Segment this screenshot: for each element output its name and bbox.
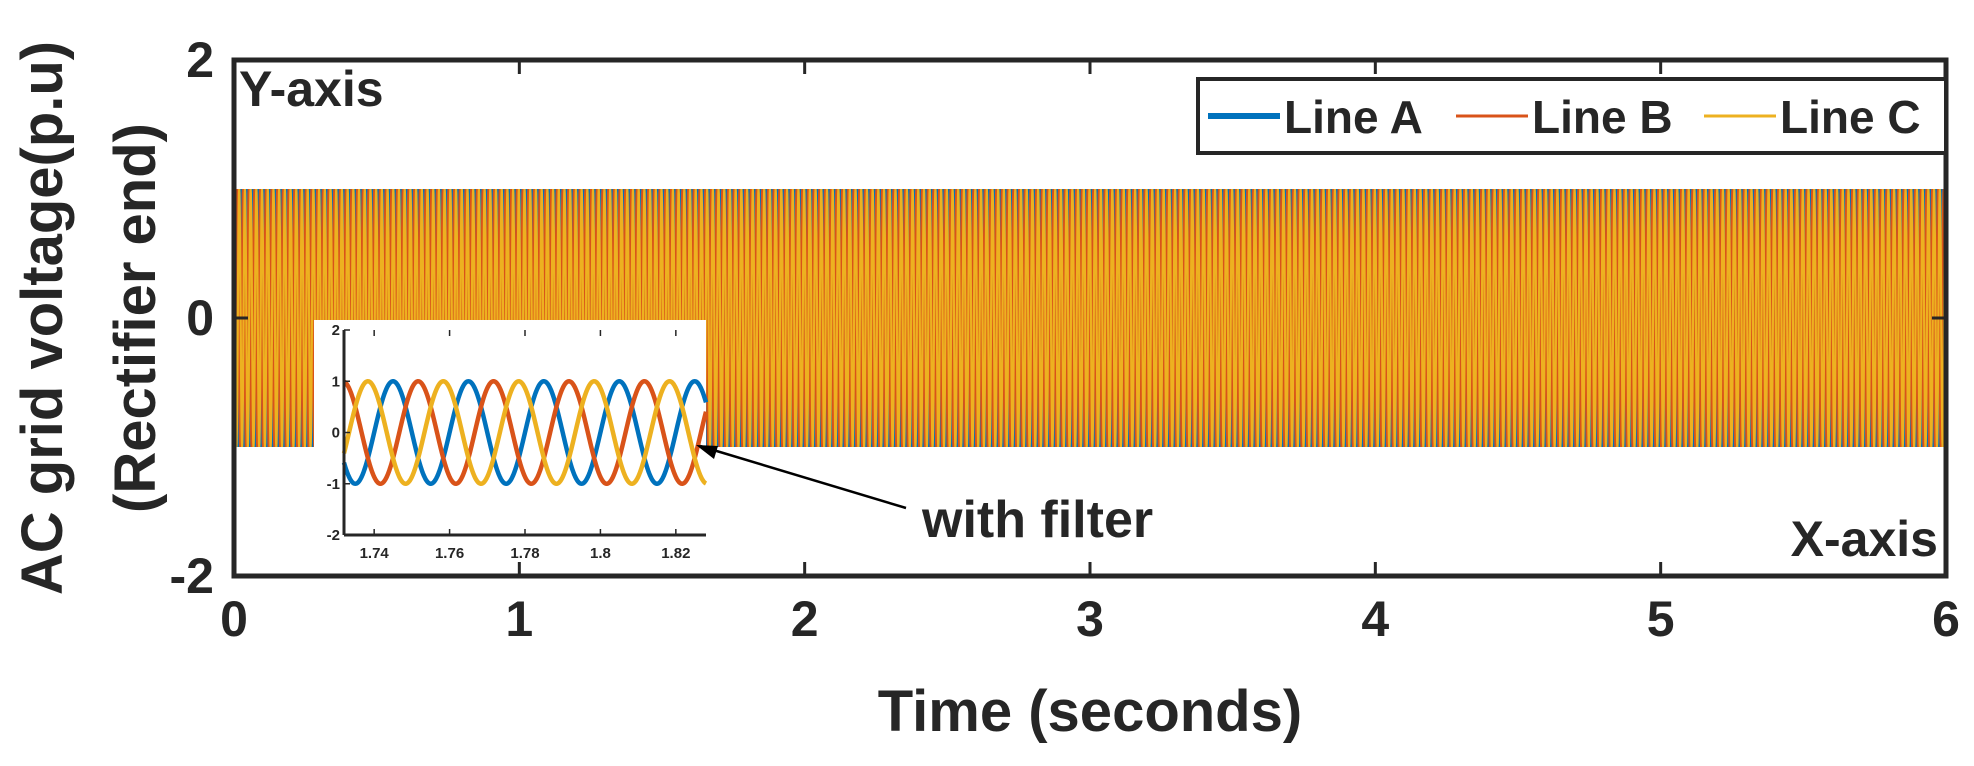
main-x-tick-label: 3 (1076, 591, 1104, 647)
main-y-tick-label: -2 (170, 548, 214, 604)
inset-x-tick-label: 1.74 (360, 545, 390, 562)
annotation-arrowhead (696, 445, 718, 459)
annotation-text: with filter (921, 491, 1153, 549)
main-x-tick-label: 5 (1647, 591, 1675, 647)
y-axis-title-line2: (Rectifier end) (103, 123, 168, 513)
x-axis-corner-label: X-axis (1791, 511, 1938, 567)
inset-y-tick-label: 1 (332, 373, 340, 390)
main-x-tick-label: 1 (505, 591, 533, 647)
inset-series-group (341, 378, 709, 487)
inset-x-tick-label: 1.78 (510, 545, 539, 562)
legend-label-line-b: Line B (1532, 91, 1673, 143)
annotation-arrow-line (699, 444, 907, 510)
main-y-tick-label: 0 (186, 290, 214, 346)
inset-y-tick-label: 0 (332, 425, 340, 442)
legend-label-line-a: Line A (1284, 91, 1423, 143)
main-x-tick-label: 6 (1932, 591, 1960, 647)
legend: Line A Line B Line C (1196, 77, 1948, 155)
inset-series-line-1 (341, 378, 709, 487)
inset-x-tick-label: 1.76 (435, 545, 464, 562)
annotation: with filter (696, 444, 1153, 549)
inset-series-line-3 (341, 378, 708, 487)
main-y-tick-label: 2 (186, 32, 214, 88)
main-x-tick-label: 0 (220, 591, 248, 647)
x-axis-title: Time (seconds) (878, 679, 1302, 744)
inset-y-tick-label: 2 (332, 322, 340, 339)
legend-box (1196, 77, 1948, 155)
inset-y-tick-label: -2 (327, 527, 340, 544)
y-axis-corner-label: Y-axis (239, 61, 384, 117)
plot-frame (231, 57, 1949, 579)
main-x-tick-label: 2 (791, 591, 819, 647)
inset-x-tick-label: 1.82 (661, 545, 690, 562)
inset-series-line-2 (342, 378, 709, 487)
inset-y-tick-label: -1 (327, 476, 340, 493)
main-series-line-3 (232, 188, 1948, 448)
inset-x-tick-label: 1.8 (590, 545, 611, 562)
inset-chart: 1.74 1.76 1.78 1.8 1.82 -2 -1 0 1 2 (314, 320, 709, 562)
inset-axes-group: 1.74 1.76 1.78 1.8 1.82 -2 -1 0 1 2 (327, 322, 706, 562)
y-axis-title: AC grid voltage(p.u) (10, 41, 75, 595)
main-x-tick-label: 4 (1361, 591, 1389, 647)
legend-label-line-c: Line C (1780, 91, 1921, 143)
